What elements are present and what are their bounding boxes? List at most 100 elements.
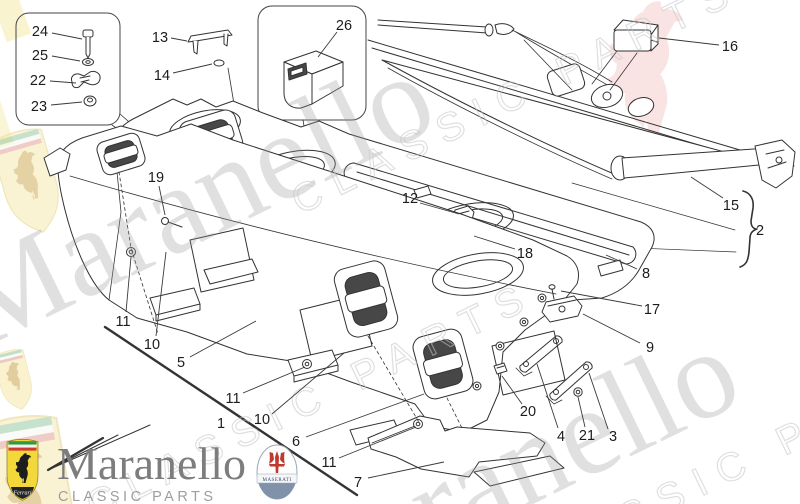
lower-shelf-panel: [43, 123, 580, 487]
leader-line-3: [588, 372, 609, 430]
leader-line-23: [50, 101, 83, 106]
callout-8: 8: [642, 266, 650, 282]
screw-19: [161, 217, 183, 228]
leader-line-9: [582, 313, 641, 344]
washer-14: [213, 59, 238, 123]
callout-16: 16: [722, 39, 738, 55]
callout-4: 4: [557, 429, 565, 445]
shade-hook: [494, 23, 515, 35]
ferrari-shield-logo: Ferrari: [6, 439, 39, 501]
callout-7: 7: [354, 475, 362, 491]
screw-24: [82, 29, 94, 59]
callout-3: 3: [609, 429, 617, 445]
leader-line-18: [473, 235, 516, 250]
leader-line-10: [155, 251, 167, 337]
leader-line-16: [658, 37, 720, 46]
leader-line-11: [242, 366, 306, 394]
leader-line-4: [536, 363, 559, 429]
leader-line-19: [158, 185, 166, 216]
callout-22: 22: [30, 73, 46, 89]
callout-24: 24: [32, 24, 48, 40]
callout-20: 20: [520, 404, 536, 420]
mounting-hardware: [493, 284, 593, 405]
leader-line-26: [317, 31, 338, 58]
spacer-block-10: [287, 349, 339, 383]
logo-tagline-text: CLASSIC PARTS: [58, 489, 217, 504]
shade-end-bracket: [754, 139, 796, 189]
cover-26: [283, 50, 344, 109]
leader-line-17: [560, 290, 643, 307]
leader-line-7: [367, 461, 445, 479]
leader-line-13: [170, 37, 188, 42]
logo-brand-text: Maranello: [57, 438, 246, 489]
leader-line-11: [338, 426, 417, 459]
callout-25: 25: [32, 48, 48, 64]
sunshade-assembly: [367, 19, 796, 268]
washer-25: [82, 58, 94, 66]
leader-line-11: [125, 256, 132, 313]
leader-line-5: [189, 320, 257, 358]
callout-1: 1: [217, 416, 225, 432]
leader-line-20: [501, 375, 523, 405]
leader-line-15: [690, 176, 724, 199]
maserati-label: MASERATI: [262, 478, 291, 483]
leader-line-6: [305, 393, 425, 438]
assembly-line-1b: [46, 436, 105, 472]
leader-line-24: [51, 32, 83, 40]
grommet-23: [83, 95, 97, 107]
callout-6: 6: [292, 434, 300, 450]
callout-11: 11: [115, 314, 130, 330]
callout-19: 19: [148, 170, 164, 186]
callout-10: 10: [144, 337, 160, 353]
bracket-13: [187, 29, 233, 55]
maserati-badge: MASERATI: [256, 444, 298, 500]
shade-front-bar: [377, 19, 488, 34]
leader-line-14: [172, 63, 213, 74]
spacer-pad: [203, 258, 259, 285]
ferrari-label: Ferrari: [13, 491, 32, 497]
group-brace-2: [739, 190, 758, 268]
screw-17: [548, 284, 556, 300]
bracket-4: [515, 335, 563, 377]
callout-17: 17: [644, 302, 660, 318]
alignment-dashes: [118, 171, 463, 429]
callout-10: 10: [254, 412, 270, 428]
leader-line-21: [577, 396, 586, 428]
nut-21: [573, 387, 583, 397]
foam-pad: [473, 455, 565, 487]
leader-line-8: [605, 254, 638, 270]
callout-11: 11: [225, 391, 240, 407]
logo-bar: Ferrari Maranello CLASSIC PARTS MASERATI: [6, 438, 298, 504]
leader-line-12: [419, 202, 460, 215]
belt-guide: [333, 260, 399, 338]
leader-line-22: [49, 80, 77, 84]
foam-pad-7: [367, 415, 546, 478]
callout-9: 9: [646, 340, 654, 356]
assembly-line-1: [103, 325, 359, 497]
shade-motor: [546, 63, 655, 117]
belt-guide: [412, 328, 474, 400]
callout-14: 14: [154, 68, 170, 84]
clip-20: [493, 362, 508, 375]
leader-line-25: [51, 55, 81, 62]
background-watermarks: [0, 0, 684, 504]
belt-guide: [96, 132, 146, 176]
plate-9: [541, 295, 583, 323]
washer-11: [126, 247, 423, 429]
callout-21: 21: [579, 428, 595, 444]
callout-18: 18: [517, 246, 533, 262]
callout-23: 23: [31, 99, 47, 115]
clip-22: [71, 71, 101, 89]
relay-16: [523, 19, 659, 91]
trident-icon: [269, 451, 285, 473]
left-mount: [43, 147, 71, 177]
cutout-rect: [189, 227, 255, 293]
callout-26: 26: [336, 18, 352, 34]
spacer-block-10: [149, 287, 201, 322]
callout-5: 5: [177, 355, 185, 371]
callout-13: 13: [152, 30, 168, 46]
edge-grommets: [472, 293, 547, 391]
